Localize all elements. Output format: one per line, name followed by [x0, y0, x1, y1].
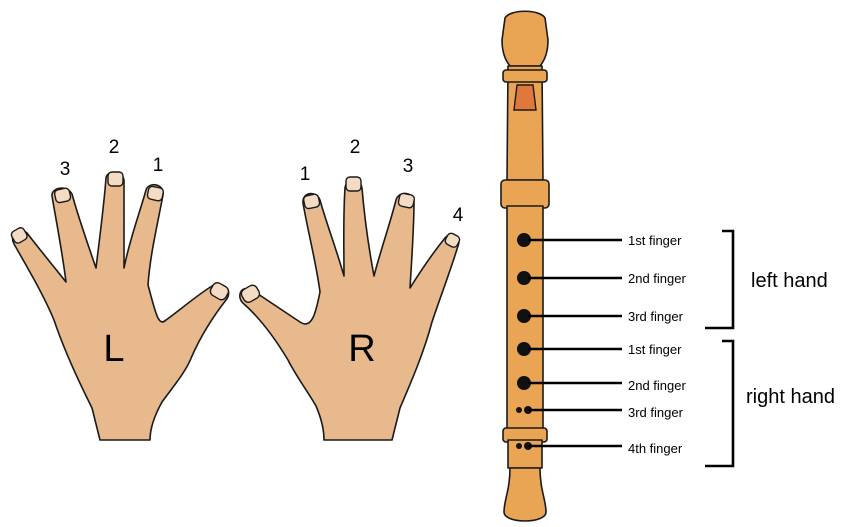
recorder-bell [504, 468, 546, 521]
hole-label-5: 2nd finger [628, 378, 686, 393]
left-middle-nail [108, 172, 123, 186]
right-finger-number-4: 4 [453, 205, 464, 226]
right-hand-shape [240, 181, 459, 441]
hole-label-2: 2nd finger [628, 271, 686, 286]
recorder-head-top [502, 11, 548, 66]
tone-hole-6a [516, 407, 522, 413]
recorder-head [507, 66, 543, 180]
hole-label-7: 4th finger [628, 441, 683, 456]
right-finger-number-1: 1 [300, 164, 311, 185]
hole-label-4: 1st finger [628, 342, 682, 357]
hole-label-6: 3rd finger [628, 405, 684, 420]
recorder-head-ring-top [503, 70, 547, 82]
left-finger-number-2: 2 [109, 137, 120, 158]
right-index-nail [303, 193, 320, 209]
left-finger-number-3: 3 [60, 159, 71, 180]
right-hand-group-label: right hand [746, 386, 835, 408]
recorder-window [514, 85, 536, 110]
right-middle-nail [346, 177, 361, 191]
left-hand-brace [705, 231, 733, 328]
left-hand-group-label: left hand [751, 270, 828, 292]
finger-labels: 1st finger 2nd finger 3rd finger 1st fin… [628, 233, 686, 456]
hole-label-3: 3rd finger [628, 309, 684, 324]
right-ring-nail [398, 193, 415, 209]
left-ring-nail [54, 187, 71, 203]
right-hand-brace [705, 341, 733, 466]
right-finger-number-3: 3 [403, 156, 414, 177]
recorder-head-ring-bottom [501, 180, 549, 208]
right-hand: 1 2 3 4 R [240, 137, 464, 440]
right-finger-number-2: 2 [350, 137, 361, 158]
tone-hole-7a [516, 443, 522, 449]
hole-label-1: 1st finger [628, 233, 682, 248]
left-hand: 3 2 1 L [10, 137, 230, 440]
left-index-nail [147, 186, 164, 202]
recorder [501, 11, 549, 521]
left-hand-shape [13, 172, 229, 440]
left-finger-number-1: 1 [153, 155, 164, 176]
right-hand-letter: R [348, 328, 375, 370]
left-hand-letter: L [103, 328, 124, 370]
